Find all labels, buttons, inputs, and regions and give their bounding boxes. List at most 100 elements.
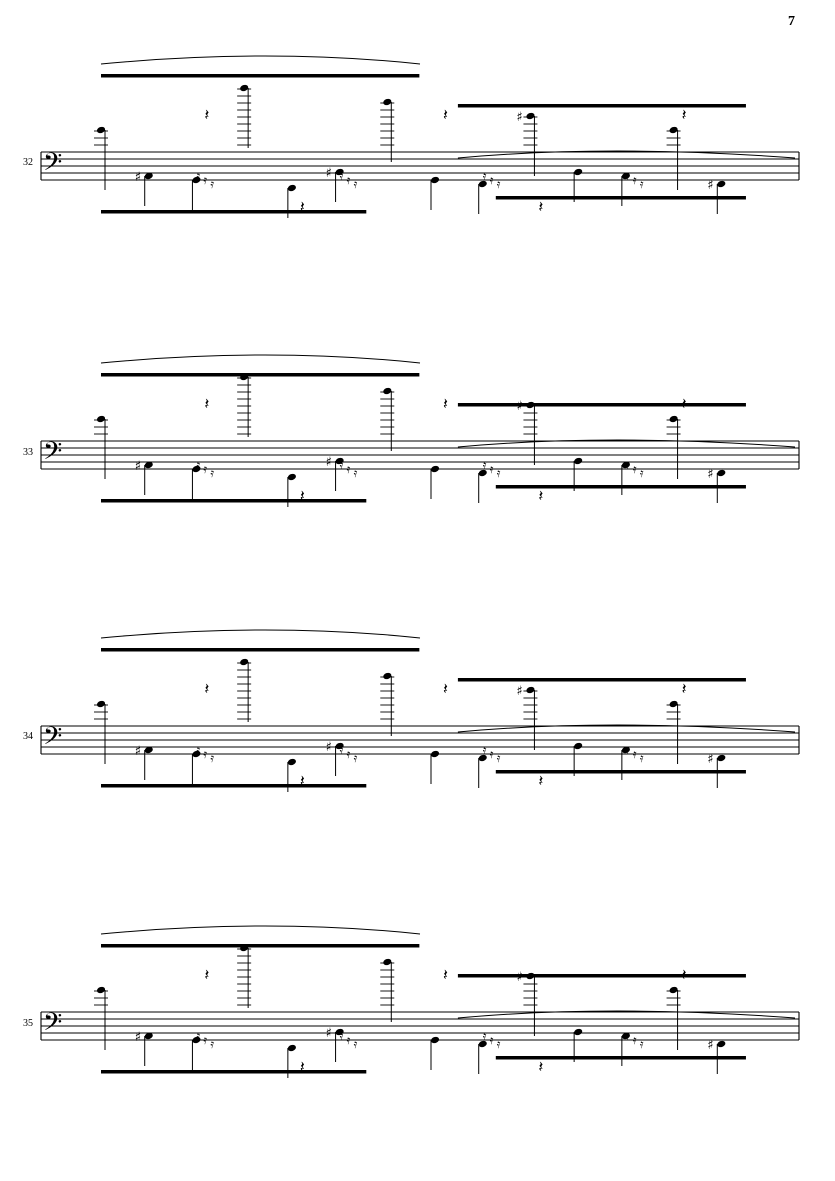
notehead bbox=[574, 1028, 583, 1036]
sixteenth-rest-icon: 𝄿 bbox=[633, 1033, 637, 1047]
beam bbox=[101, 499, 367, 503]
notehead bbox=[478, 469, 487, 477]
notehead bbox=[383, 958, 392, 966]
sharp-icon: ♯ bbox=[707, 752, 713, 767]
notehead bbox=[717, 180, 726, 188]
notehead bbox=[478, 754, 487, 762]
beam bbox=[457, 974, 746, 978]
notehead bbox=[192, 1036, 201, 1044]
notehead bbox=[621, 461, 630, 469]
sixteenth-rest-icon: 𝄿 bbox=[483, 169, 487, 183]
notehead bbox=[430, 1036, 440, 1044]
notehead bbox=[621, 172, 630, 180]
sixteenth-rest-icon: 𝄿 bbox=[203, 1033, 207, 1047]
sixteenth-rest-icon: 𝄿 bbox=[210, 1037, 214, 1051]
notehead bbox=[335, 168, 344, 176]
notehead bbox=[669, 986, 678, 994]
sixteenth-rest-icon: 𝄿 bbox=[497, 177, 501, 191]
sixteenth-rest-icon: 𝄿 bbox=[640, 466, 644, 480]
notehead bbox=[669, 415, 678, 423]
sixteenth-rest-icon: 𝄿 bbox=[347, 173, 351, 187]
notehead bbox=[383, 98, 392, 106]
notehead bbox=[574, 168, 583, 176]
sixteenth-rest-icon: 𝄿 bbox=[483, 1029, 487, 1043]
sharp-icon: ♯ bbox=[707, 178, 713, 193]
notehead bbox=[96, 700, 106, 708]
beam bbox=[457, 678, 746, 682]
notehead bbox=[717, 469, 726, 477]
sixteenth-rest-icon: 𝄿 bbox=[347, 462, 351, 476]
quarter-rest-icon: 𝄽 bbox=[204, 965, 209, 984]
sixteenth-rest-icon: 𝄿 bbox=[497, 466, 501, 480]
bass-clef-icon: 𝄢 bbox=[43, 437, 62, 472]
sixteenth-rest-icon: 𝄿 bbox=[203, 462, 207, 476]
notehead bbox=[287, 758, 296, 766]
sixteenth-rest-icon: 𝄿 bbox=[640, 1037, 644, 1051]
notehead bbox=[383, 672, 392, 680]
notehead bbox=[621, 1032, 630, 1040]
notehead bbox=[478, 180, 487, 188]
sixteenth-rest-icon: 𝄿 bbox=[196, 743, 200, 757]
notehead bbox=[478, 1040, 487, 1048]
quarter-rest-icon: 𝄽 bbox=[300, 1057, 305, 1076]
sharp-icon: ♯ bbox=[135, 744, 141, 759]
sixteenth-rest-icon: 𝄿 bbox=[626, 1029, 630, 1043]
sixteenth-rest-icon: 𝄿 bbox=[210, 466, 214, 480]
notehead bbox=[144, 746, 153, 754]
notehead bbox=[717, 1040, 726, 1048]
quarter-rest-icon: 𝄽 bbox=[443, 394, 448, 413]
sixteenth-rest-icon: 𝄿 bbox=[196, 169, 200, 183]
tie bbox=[457, 1010, 796, 1019]
sharp-icon: ♯ bbox=[326, 166, 332, 181]
measure-number: 35 bbox=[23, 1018, 33, 1029]
beam bbox=[101, 1070, 367, 1074]
sixteenth-rest-icon: 𝄿 bbox=[497, 751, 501, 765]
notehead bbox=[96, 415, 106, 423]
sixteenth-rest-icon: 𝄿 bbox=[347, 1033, 351, 1047]
bass-clef-icon: 𝄢 bbox=[43, 1008, 62, 1043]
tie bbox=[100, 55, 421, 65]
quarter-rest-icon: 𝄽 bbox=[300, 771, 305, 790]
sixteenth-rest-icon: 𝄿 bbox=[490, 747, 494, 761]
measure-number: 32 bbox=[23, 157, 33, 168]
beam bbox=[495, 1056, 746, 1060]
notehead bbox=[287, 473, 296, 481]
sharp-icon: ♯ bbox=[516, 110, 522, 125]
beam bbox=[101, 373, 420, 377]
notehead bbox=[526, 686, 535, 694]
notehead bbox=[240, 658, 249, 666]
notehead bbox=[669, 700, 678, 708]
tie bbox=[100, 629, 421, 639]
sixteenth-rest-icon: 𝄿 bbox=[347, 747, 351, 761]
quarter-rest-icon: 𝄽 bbox=[443, 679, 448, 698]
sharp-icon: ♯ bbox=[326, 740, 332, 755]
tie bbox=[100, 925, 421, 935]
notehead bbox=[669, 126, 678, 134]
sharp-icon: ♯ bbox=[135, 1030, 141, 1045]
beam bbox=[495, 485, 746, 489]
sixteenth-rest-icon: 𝄿 bbox=[490, 462, 494, 476]
measure-number: 33 bbox=[23, 447, 33, 458]
notehead bbox=[621, 746, 630, 754]
quarter-rest-icon: 𝄽 bbox=[204, 394, 209, 413]
sixteenth-rest-icon: 𝄿 bbox=[354, 751, 358, 765]
quarter-rest-icon: 𝄽 bbox=[204, 105, 209, 124]
quarter-rest-icon: 𝄽 bbox=[300, 197, 305, 216]
notehead bbox=[335, 742, 344, 750]
sharp-icon: ♯ bbox=[326, 455, 332, 470]
notehead bbox=[192, 176, 201, 184]
beam bbox=[495, 770, 746, 774]
quarter-rest-icon: 𝄽 bbox=[682, 679, 687, 698]
beam bbox=[101, 74, 420, 78]
notehead bbox=[335, 1028, 344, 1036]
notehead bbox=[574, 742, 583, 750]
notehead bbox=[717, 754, 726, 762]
notehead bbox=[192, 750, 201, 758]
notehead bbox=[287, 184, 296, 192]
sixteenth-rest-icon: 𝄿 bbox=[340, 458, 344, 472]
sixteenth-rest-icon: 𝄿 bbox=[340, 1029, 344, 1043]
notehead bbox=[96, 126, 106, 134]
tie bbox=[100, 354, 421, 364]
bass-clef-icon: 𝄢 bbox=[43, 148, 62, 183]
